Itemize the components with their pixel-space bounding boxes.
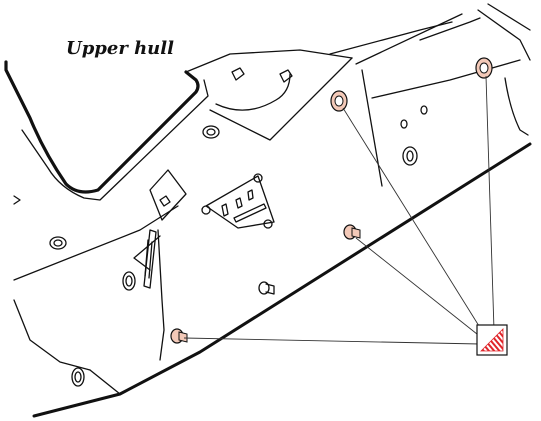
highlighted-parts xyxy=(170,57,493,344)
edge-tick-left xyxy=(13,195,21,205)
leader-middle-peg xyxy=(355,237,483,339)
slotted-plate-hole-top xyxy=(253,173,263,183)
top-slot-left xyxy=(231,67,245,81)
triangular-bracket xyxy=(149,169,187,221)
leader-upper-middle xyxy=(342,107,485,335)
slotted-plate-hole-right xyxy=(263,219,273,229)
hull-lower-inner-edge xyxy=(89,369,121,395)
hole-left-panel-inner xyxy=(53,239,63,247)
hinge-strip-detail xyxy=(144,239,153,279)
hole-right-panel-inner xyxy=(406,150,414,162)
slotted-plate-slot-3 xyxy=(247,189,254,201)
slotted-plate xyxy=(205,175,275,229)
upper-right-ridge xyxy=(355,13,481,65)
turret-ring-cutout xyxy=(215,73,291,111)
hull-line-art xyxy=(4,3,532,418)
hole-upper-left-inner xyxy=(206,128,216,136)
highlight-top-right-hole xyxy=(475,57,493,79)
diagram-title: Upper hull xyxy=(66,38,174,59)
top-deck-edge-right xyxy=(329,21,453,55)
top-deck-edge xyxy=(185,49,353,73)
peg-lower-center xyxy=(258,281,270,295)
small-hole-right-b xyxy=(420,105,428,115)
hatch-opening-outline xyxy=(4,60,200,194)
highlight-upper-middle-hole xyxy=(330,90,348,112)
leader-lines xyxy=(183,75,495,345)
hatch-opening-inner-edge xyxy=(21,79,209,201)
hole-right-panel xyxy=(402,146,418,166)
peg-lower-center-shaft xyxy=(265,283,275,295)
side-panel-vertical-seam xyxy=(157,229,165,361)
small-hole-right-a xyxy=(400,119,408,129)
hull-left-panel xyxy=(13,299,91,371)
right-panel-seam-2 xyxy=(371,59,521,99)
slotted-plate-slot-1 xyxy=(221,203,229,217)
side-panel-mid-crease xyxy=(13,205,179,281)
slotted-plate-long-slot xyxy=(233,203,267,223)
top-slot-right xyxy=(279,69,293,83)
hole-lower-left-inner xyxy=(74,371,82,383)
leader-top-right xyxy=(485,75,495,331)
slotted-plate-slot-2 xyxy=(235,197,243,209)
red-hatched-swatch-icon xyxy=(476,324,508,356)
slotted-plate-hole-left xyxy=(201,205,211,215)
far-right-panel xyxy=(477,3,531,136)
side-panel-upper-edge xyxy=(209,57,353,141)
hole-side-panel-inner xyxy=(125,275,133,287)
right-panel-seam xyxy=(361,69,383,187)
highlight-middle-peg xyxy=(343,224,361,240)
leader-lower-left xyxy=(183,337,481,345)
bracket-bolt xyxy=(159,195,171,207)
hole-side-panel xyxy=(122,271,136,291)
hole-left-panel xyxy=(49,236,67,250)
highlight-lower-left-peg xyxy=(170,328,188,344)
hole-upper-left xyxy=(202,125,220,139)
hole-lower-left xyxy=(71,367,85,387)
hull-bottom-edge xyxy=(32,142,532,418)
